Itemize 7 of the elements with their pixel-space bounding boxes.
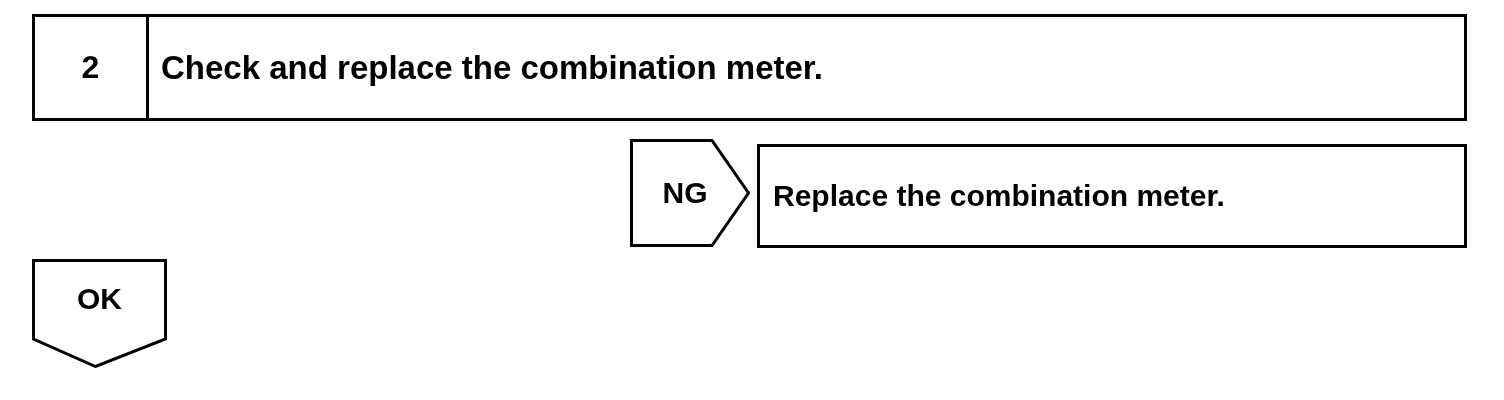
step-title: Check and replace the combination meter. — [161, 48, 824, 87]
result-label: OK — [77, 281, 122, 317]
action-box — [757, 144, 1467, 248]
action-text: Replace the combination meter. — [773, 178, 1225, 214]
step-number: 2 — [35, 17, 149, 118]
result-label: NG — [662, 175, 708, 211]
step-box — [32, 14, 1467, 121]
